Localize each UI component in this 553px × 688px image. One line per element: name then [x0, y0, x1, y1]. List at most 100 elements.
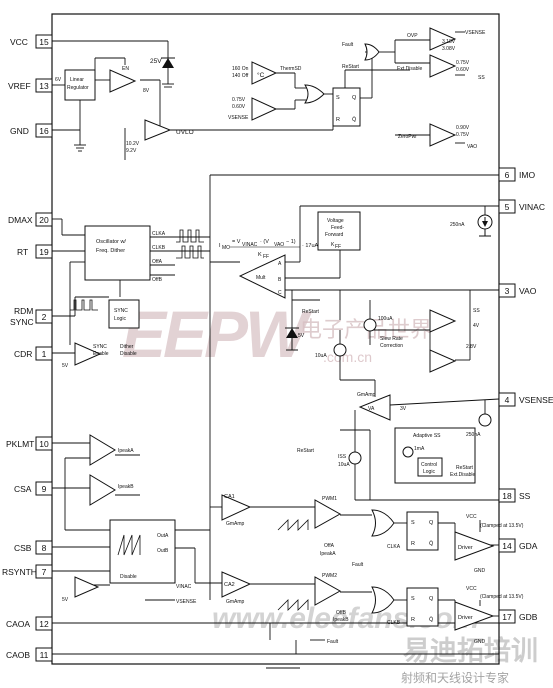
label-zeropwr: ZeroPwr [398, 134, 417, 140]
label-restart3: ReStart [297, 448, 315, 454]
srb-qbar: Q̄ [429, 616, 434, 623]
rsynth-buffer [74, 576, 100, 598]
kff: K [331, 242, 335, 248]
pin-box [35, 309, 53, 324]
pin-number: 19 [39, 247, 49, 257]
label-8v: 8V [143, 88, 150, 94]
or-gate-restart [364, 43, 380, 61]
label-3v: 3V [400, 406, 407, 412]
label-uvlo: UVLO [176, 129, 194, 136]
imo-formula: I MO = V VINAC · (V VAO − 1) K FF · 17uA [219, 239, 319, 260]
sync-enable-2: Enable [93, 351, 109, 357]
thermal-th-2: 140 Off [232, 73, 249, 79]
ovp-low-th-2: 0.60V [232, 104, 246, 110]
pin-number: 11 [40, 650, 49, 660]
pin-label-vcc: VCC [10, 37, 28, 47]
fault-switches [266, 623, 325, 669]
pin-box [35, 212, 53, 227]
srb-q: Q [429, 596, 434, 602]
sra-q: Q [429, 520, 434, 526]
label-100ua: 100uA [378, 316, 393, 322]
ovp-th-1: 3.18V [442, 39, 456, 45]
label-vsense-ovp: VSENSE [465, 30, 486, 36]
label-1ma: 1mA [414, 446, 425, 452]
osc-label-2: Freq. Dither [96, 248, 125, 254]
label-gmamp: GmAmp [357, 392, 376, 398]
pin-box [498, 488, 516, 503]
pin-box [35, 564, 53, 579]
pin-label-pklmt: PKLMT [6, 439, 34, 449]
pin-number: 3 [505, 286, 510, 296]
pin-number: 14 [502, 541, 512, 551]
label-adaptive-ss: Adaptive SS [413, 433, 441, 439]
formula-vinac-sub: VINAC [242, 242, 258, 248]
label-gmamp-ca1: GmAmp [226, 521, 245, 527]
mult-wiring [209, 174, 499, 600]
sra-r: R [411, 541, 415, 547]
dither-disable-2: Disable [120, 351, 137, 357]
pin-label-vao: VAO [519, 286, 537, 296]
label-pwm2: PWM2 [322, 573, 337, 579]
uvlo-th-1: 10.2V [126, 141, 140, 147]
pin-box [498, 392, 516, 407]
pin-number: 16 [39, 126, 49, 136]
pin-number: 17 [502, 612, 512, 622]
pin-number: 5 [505, 202, 510, 212]
control-logic-box [417, 457, 443, 477]
sr-qbar: Q̄ [352, 116, 357, 123]
watermark-com: .com.cn [323, 349, 372, 365]
extdis-th-1: 0.75V [456, 60, 470, 66]
pin-box [498, 283, 516, 298]
label-fault-b: Fault [327, 639, 339, 645]
label-offb: OffB [152, 277, 163, 283]
label-mult: Mult [256, 275, 266, 281]
pin-box [35, 346, 53, 361]
current-source-1ma [402, 446, 414, 458]
current-source-100ua [363, 318, 377, 332]
oscillator-box [84, 225, 151, 281]
vff-1: Voltage [327, 218, 344, 224]
label-ipeakb-small: IpeakB [333, 617, 349, 623]
sr-r: R [336, 117, 340, 123]
adaptive-ss-box [394, 427, 476, 484]
slew-2: Correction [380, 343, 403, 349]
label-5v-b: 5V [62, 597, 69, 603]
control-logic-2: Logic [423, 469, 435, 475]
pin-number: 8 [42, 543, 47, 553]
pin-label-gda: GDA [519, 541, 538, 551]
pin-box [35, 244, 53, 259]
thermal-comparator [251, 61, 278, 85]
pin-box [498, 167, 516, 182]
label-clamp-a: (Clamped at 13.5V) [480, 523, 524, 529]
top-right-wiring [379, 31, 465, 144]
watermark-group: EEPW 电子产品世界 .com.cn www.elecfans.com 易迪拓… [122, 297, 538, 685]
label-extdis: Ext.Disable [397, 66, 423, 72]
label-vinac-small: VINAC [176, 584, 192, 590]
formula-eq: = V [232, 239, 241, 245]
pin-label-cdr: CDR [14, 349, 32, 359]
pwm-wiring [250, 506, 499, 617]
formula-d: · 17uA [302, 243, 319, 249]
control-logic-1: Control [421, 462, 437, 468]
label-driver-b: Driver [458, 615, 473, 621]
label-250na-b: 250nA [466, 432, 481, 438]
label-outb: OutB [157, 548, 169, 554]
formula-imo-sub: MO [222, 245, 230, 251]
kff-sub: FF [335, 244, 341, 250]
extdis-th-2: 0.60V [456, 67, 470, 73]
pin-number: 10 [39, 439, 49, 449]
label-25v: 25V [150, 58, 162, 65]
ipeakb-comparator [89, 474, 116, 506]
label-6v: 6V [55, 77, 62, 83]
pin-box [35, 616, 53, 631]
label-iss-val: 10uA [338, 462, 350, 468]
pin-number: 13 [39, 81, 49, 91]
pin-box [35, 34, 53, 49]
pwm1-comparator [314, 499, 342, 529]
pin-label-caob: CAOB [6, 650, 30, 660]
slew-comparator [429, 349, 457, 373]
formula-b: · (V [260, 239, 269, 245]
osc-label-1: Oscillator w/ [96, 239, 126, 245]
label-ipeakb: IpeakB [118, 484, 134, 490]
pin-number: 7 [42, 567, 47, 577]
